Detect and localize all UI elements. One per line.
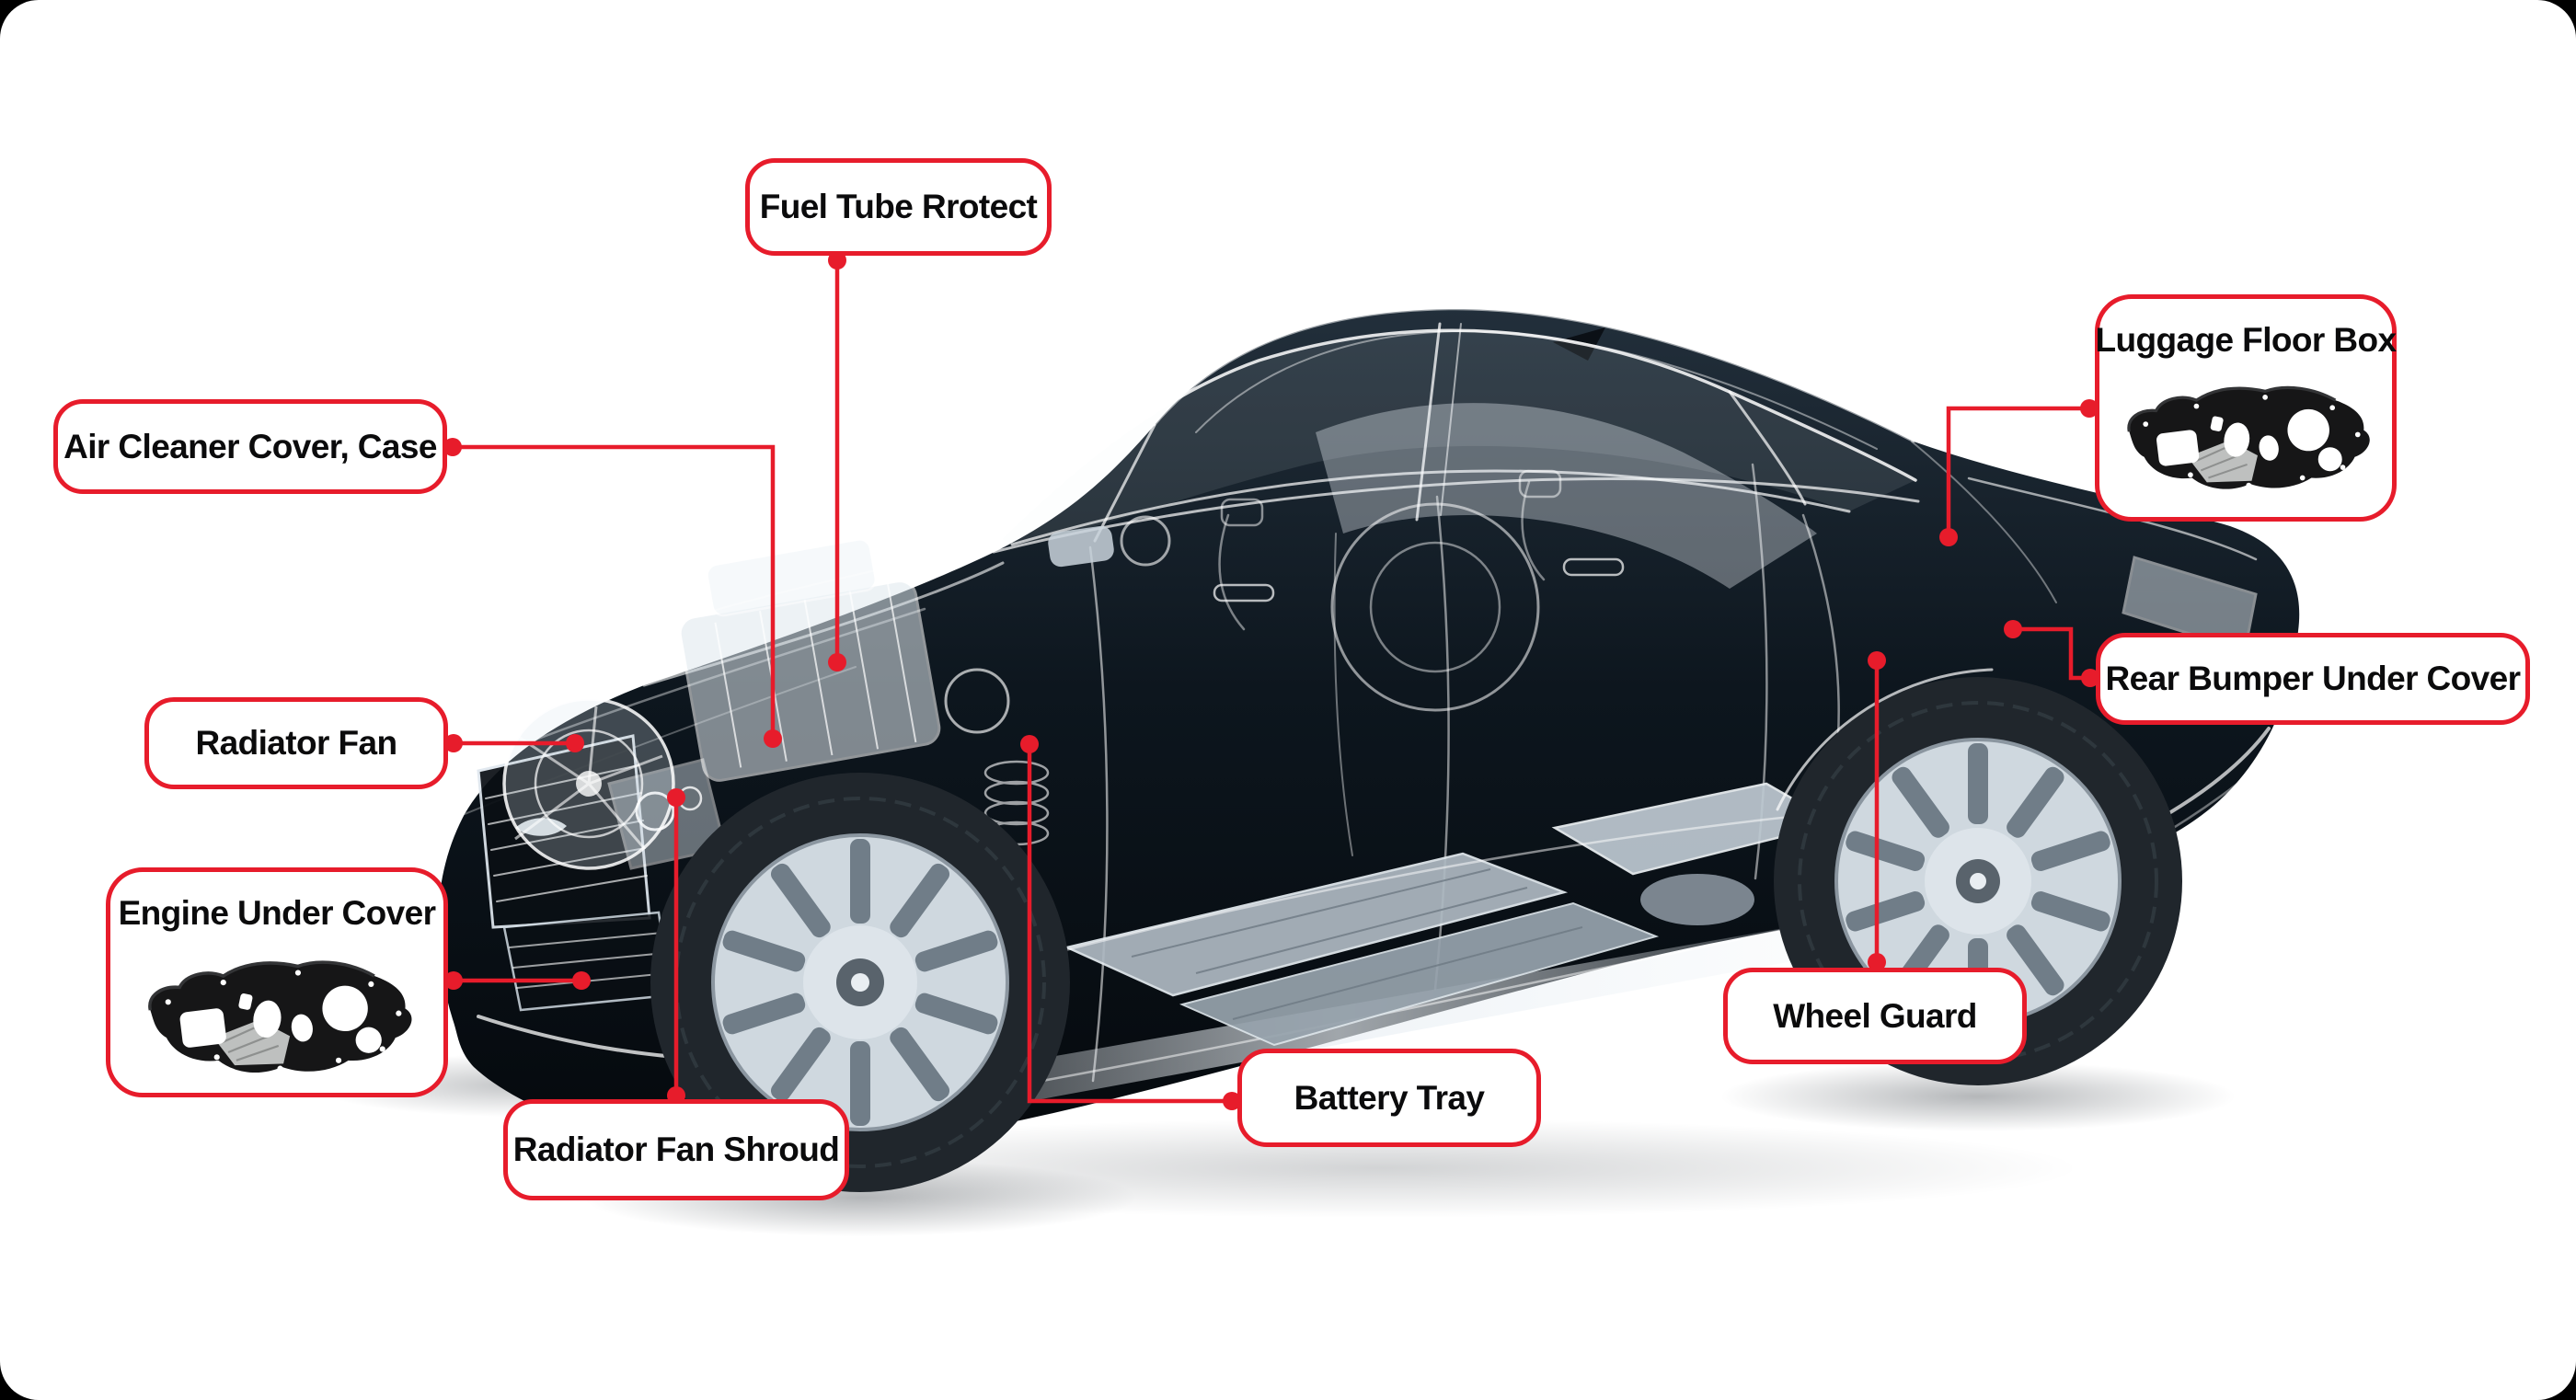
callout-radiator-fan: Radiator Fan xyxy=(144,697,448,789)
callout-label: Radiator Fan Shroud xyxy=(512,1130,840,1168)
callout-label: Rear Bumper Under Cover xyxy=(2105,660,2521,697)
callout-label: Luggage Floor Box xyxy=(2095,321,2398,359)
callout-wheel-guard: Wheel Guard xyxy=(1723,968,2027,1064)
leader-fuel-tube-protect xyxy=(828,251,846,671)
leader-air-cleaner-cover-case xyxy=(443,438,782,748)
callout-battery-tray: Battery Tray xyxy=(1237,1049,1541,1147)
callout-label: Engine Under Cover xyxy=(118,894,436,932)
leader-battery-tray xyxy=(1020,735,1241,1110)
leader-wheel-guard xyxy=(1868,651,1886,971)
luggage-floor-box-part-image xyxy=(2112,369,2379,496)
callout-label: Fuel Tube Rrotect xyxy=(759,188,1038,225)
callout-engine-under-cover: Engine Under Cover xyxy=(106,867,448,1097)
callout-label: Air Cleaner Cover, Case xyxy=(63,427,437,465)
rear-wheel xyxy=(1774,668,2182,1085)
engine-under-cover-part-image xyxy=(132,942,422,1080)
callout-fuel-tube-protect: Fuel Tube Rrotect xyxy=(745,158,1052,256)
leader-engine-under-cover xyxy=(444,971,591,990)
callout-radiator-fan-shroud: Radiator Fan Shroud xyxy=(503,1099,849,1200)
leader-luggage-floor-box xyxy=(1939,399,2099,546)
leader-radiator-fan xyxy=(444,734,584,752)
leader-lines xyxy=(443,251,2099,1110)
leader-radiator-fan-shroud xyxy=(667,788,685,1105)
callout-air-cleaner-cover-case: Air Cleaner Cover, Case xyxy=(53,399,447,494)
leader-rear-bumper-under-cover xyxy=(2004,620,2099,687)
callout-label: Radiator Fan xyxy=(195,724,398,762)
front-wheel xyxy=(650,773,1070,1192)
callout-label: Wheel Guard xyxy=(1773,996,1977,1035)
callout-luggage-floor-box: Luggage Floor Box xyxy=(2095,294,2397,522)
callout-label: Battery Tray xyxy=(1294,1078,1485,1117)
callout-rear-bumper-under-cover: Rear Bumper Under Cover xyxy=(2096,633,2530,725)
